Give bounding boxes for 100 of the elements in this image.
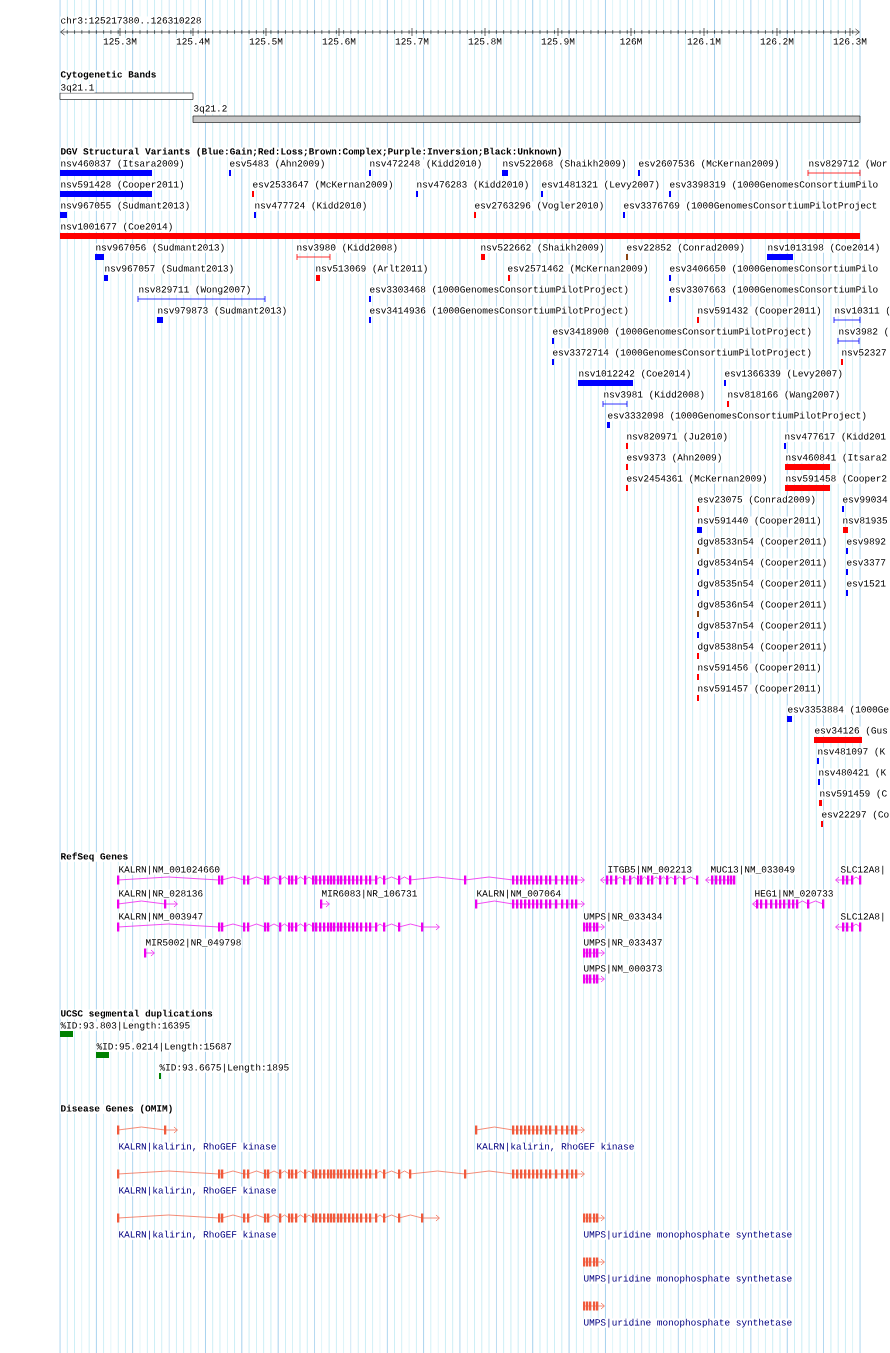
gene-label: UMPS|NM_000373 [583,964,663,974]
variant-label: esv22852 (Conrad2009) [626,243,746,253]
variant-label: nsv1012242 (Coe2014) [578,369,692,379]
variant-label: esv3376769 (1000GenomesConsortiumPilotProject [623,201,878,211]
gene-label: MIR5002|NR_049798 [145,938,242,948]
variant-label: nsv967056 (Sudmant2013) [95,243,226,253]
variant-label: nsv477724 (Kidd2010) [254,201,368,211]
variant-label: esv2763296 (Vogler2010) [474,201,605,211]
variant-label: nsv967057 (Sudmant2013) [104,264,235,274]
tick-label: 125.6M [321,37,357,45]
variant-label: nsv591457 (Cooper2011) [697,684,822,694]
variant-label: nsv522068 (Shaikh2009) [502,159,627,169]
variant-label: esv3303468 (1000GenomesConsortiumPilotProject) [369,285,630,295]
variant-label: nsv472248 (Kidd2010) [369,159,483,169]
variant-label: dgv8535n54 (Cooper2011) [697,579,828,589]
gene-label: MUC13|NM_033049 [710,865,796,875]
variant-label: nsv1013198 (Coe2014) [767,243,881,253]
variant-label: dgv8533n54 (Cooper2011) [697,537,828,547]
variant-label: nsv522662 (Shaikh2009) [480,243,605,253]
gene-label: KALRN|NM_001024660 [118,865,221,875]
gene-label: SLC12A8| [840,912,886,922]
disease-gene-label: KALRN|kalirin, RhoGEF kinase [118,1142,277,1152]
duplication-label: %ID:93.6675|Length:1895 [159,1063,290,1073]
tick-label: 125.9M [540,37,576,45]
disease-gene-label: UMPS|uridine monophosphate synthetase [583,1318,793,1328]
variant-label: esv22297 (Co [821,810,890,820]
tick-label: 125.3M [102,37,138,45]
variant-label: nsv480421 (K [818,768,887,778]
tick-label: 126.3M [832,37,868,45]
gene-label: UMPS|NR_033437 [583,938,663,948]
variant-label: esv2533647 (McKernan2009) [252,180,394,190]
variant-label: nsv820971 (Ju2010) [626,432,729,442]
variant-label: esv1366339 (Levy2007) [724,369,844,379]
variant-label: nsv591459 (C [819,789,888,799]
disease-gene-label: UMPS|uridine monophosphate synthetase [583,1230,793,1240]
variant-label: esv9373 (Ahn2009) [626,453,723,463]
tick-label: 125.7M [394,37,430,45]
gene-label: ITGB5|NM_002213 [607,865,693,875]
variant-label: nsv591440 (Cooper2011) [697,516,822,526]
track-title: DGV Structural Variants (Blue:Gain;Red:Loss;Brown:Complex;Purple:Inversion;Black:Unknown) [60,147,563,157]
variant-label: nsv3982 ( [838,327,890,337]
variant-label: nsv591428 (Cooper2011) [60,180,185,190]
gene-label: KALRN|NM_003947 [118,912,204,922]
variant-label: dgv8534n54 (Cooper2011) [697,558,828,568]
variant-label: nsv591456 (Cooper2011) [697,663,822,673]
variant-label: esv3414936 (1000GenomesConsortiumPilotProject) [369,306,630,316]
variant-label: nsv476283 (Kidd2010) [416,180,530,190]
disease-gene-label: KALRN|kalirin, RhoGEF kinase [118,1186,277,1196]
variant-label: esv1521 [846,579,887,587]
duplication-label: %ID:95.0214|Length:15687 [96,1042,233,1052]
gene-label: MIR6083|NR_106731 [321,889,418,899]
track-title: RefSeq Genes [60,852,129,862]
variant-label: esv3406650 (1000GenomesConsortiumPilo [669,264,879,274]
variant-label: nsv829711 (Wong2007) [138,285,252,295]
variant-label: nsv1001677 (Coe2014) [60,222,174,232]
disease-gene-label: UMPS|uridine monophosphate synthetase [583,1274,793,1284]
variant-label: esv34126 (Gus [814,726,889,736]
tick-label: 125.5M [248,37,284,45]
gene-label: KALRN|NM_007064 [476,889,562,899]
gene-label: UMPS|NR_033434 [583,912,663,922]
variant-label: nsv460837 (Itsara2009) [60,159,185,169]
tick-label: 126.2M [759,37,795,45]
variant-label: dgv8538n54 (Cooper2011) [697,642,828,652]
variant-label: nsv52327 [841,348,887,356]
variant-label: esv9892 [846,537,887,545]
variant-label: nsv81935 [842,516,888,524]
variant-label: nsv513069 (Arlt2011) [315,264,429,274]
duplication-label: %ID:93.803|Length:16395 [60,1021,191,1031]
variant-label: esv2454361 (McKernan2009) [626,474,768,484]
gene-label: HEG1|NM_020733 [754,889,834,899]
tick-label: 125.4M [175,37,211,45]
variant-label: nsv818166 (Wang2007) [727,390,841,400]
track-title: Disease Genes (OMIM) [60,1104,174,1114]
variant-label: esv1481321 (Levy2007) [541,180,661,190]
variant-label: nsv979873 (Sudmant2013) [157,306,288,316]
gene-label: SLC12A8| [840,865,886,875]
tick-label: 125.8M [467,37,503,45]
variant-label: nsv3981 (Kidd2008) [603,390,706,400]
variant-label: nsv481097 (K [817,747,886,757]
variant-label: esv99034 [842,495,888,503]
coordinate-label: chr3:125217380..126310228 [60,16,202,24]
disease-gene-label: KALRN|kalirin, RhoGEF kinase [476,1142,635,1152]
band-label: 3q21.1 [60,83,95,93]
track-title: UCSC segmental duplications [60,1009,214,1019]
band-label: 3q21.2 [193,104,228,114]
variant-label: nsv829712 (Wor [808,159,888,169]
variant-label: dgv8536n54 (Cooper2011) [697,600,828,610]
variant-label: esv3418900 (1000GenomesConsortiumPilotProject) [552,327,813,337]
variant-label: esv3372714 (1000GenomesConsortiumPilotProject) [552,348,813,358]
variant-label: dgv8537n54 (Cooper2011) [697,621,828,631]
disease-gene-label: KALRN|kalirin, RhoGEF kinase [118,1230,277,1240]
variant-label: nsv10311 ( [834,306,890,316]
variant-label: nsv460841 (Itsara2 [785,453,888,463]
tick-label: 126.1M [686,37,722,45]
variant-label: nsv591432 (Cooper2011) [697,306,822,316]
variant-label: esv23075 (Conrad2009) [697,495,817,505]
variant-label: nsv967055 (Sudmant2013) [60,201,191,211]
variant-label: esv3332098 (1000GenomesConsortiumPilotProject) [607,411,868,421]
tick-label: 126M [619,37,643,45]
variant-label: esv5483 (Ahn2009) [229,159,326,169]
